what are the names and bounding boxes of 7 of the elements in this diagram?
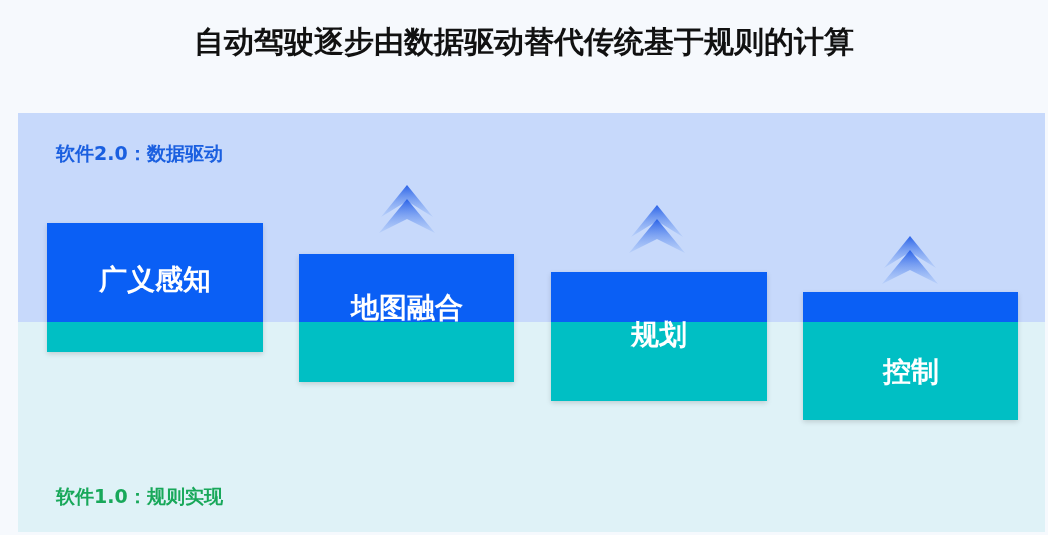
process-box: 控制	[803, 292, 1018, 420]
band-heading: 软件2.0：数据驱动	[56, 141, 223, 166]
band-heading: 软件1.0：规则实现	[56, 484, 223, 509]
title: 自动驾驶逐步由数据驱动替代传统基于规则的计算	[194, 24, 854, 59]
process-box: 规划	[551, 272, 767, 401]
process-box: 地图融合	[299, 254, 514, 382]
process-box: 广义感知	[47, 223, 263, 352]
